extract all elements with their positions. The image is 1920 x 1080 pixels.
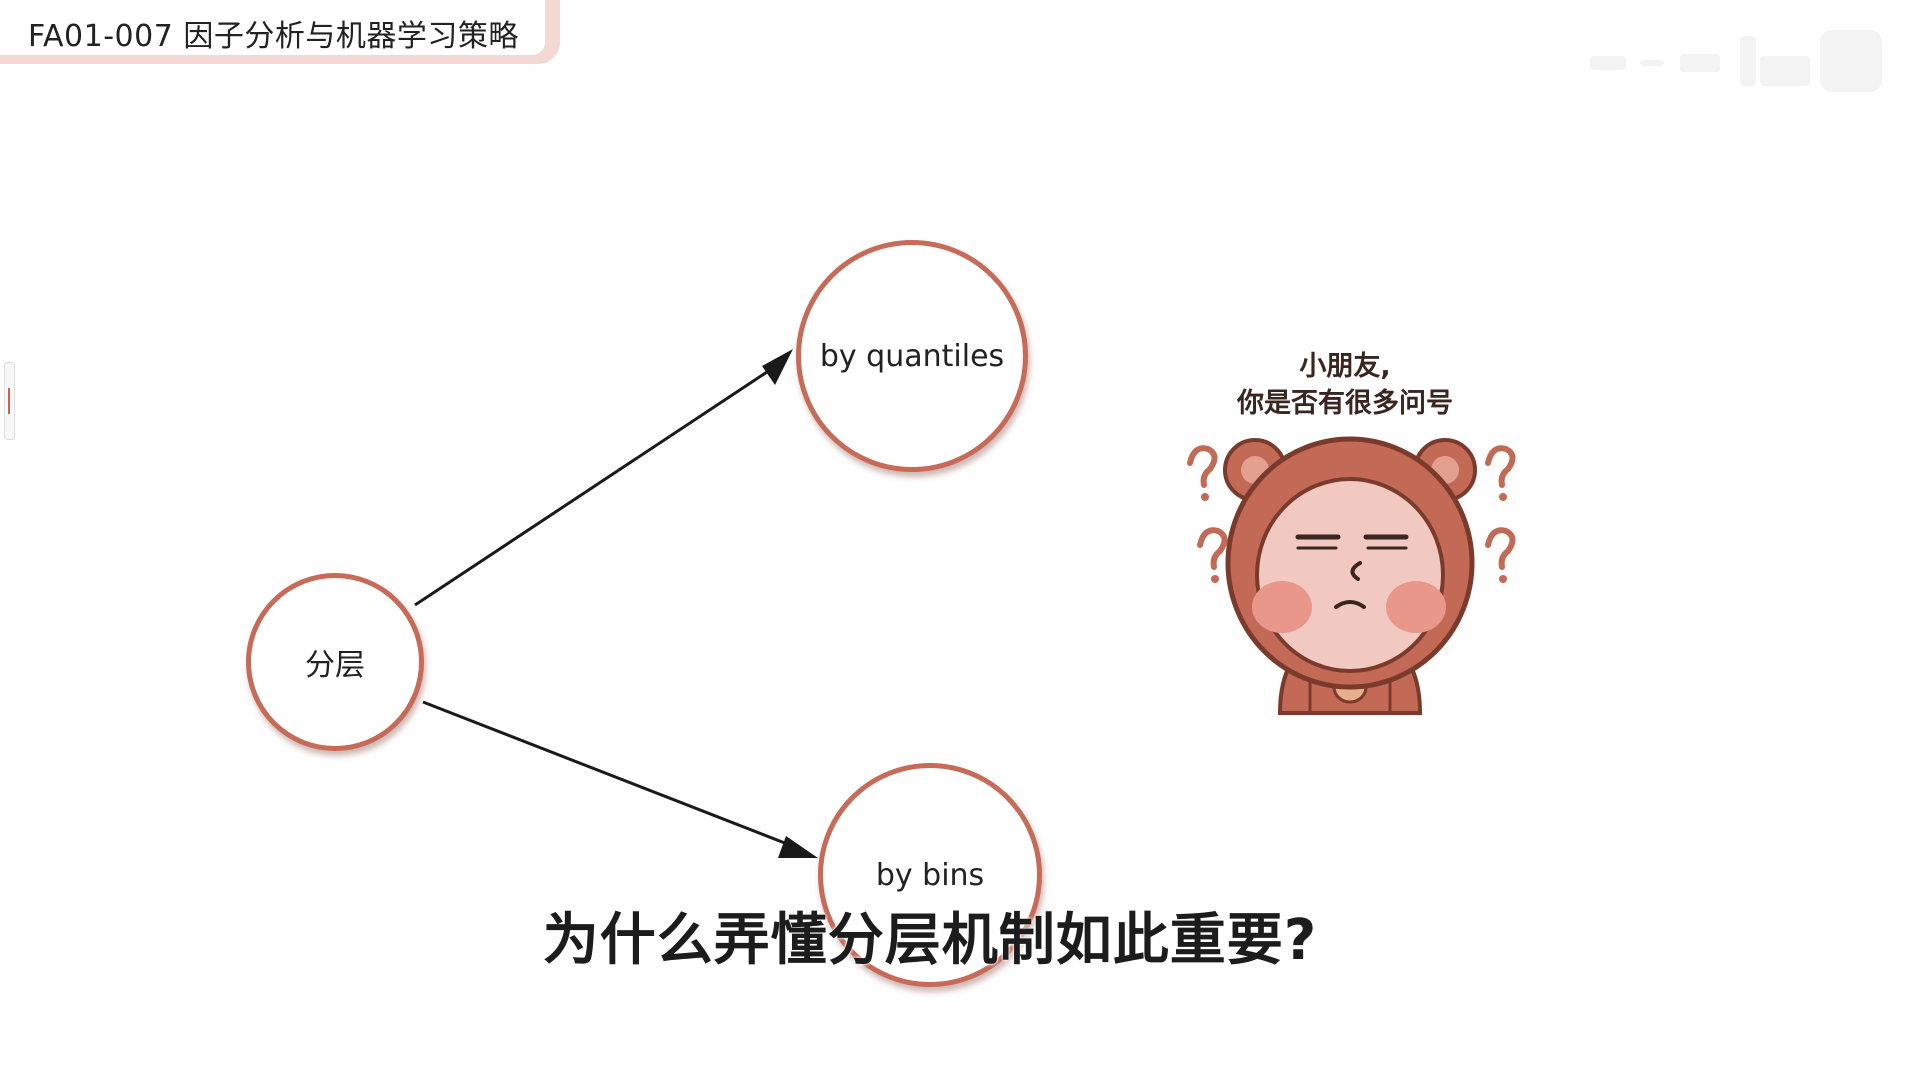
sticker-caption-line1: 小朋友,: [1299, 351, 1391, 382]
question-mark-icons: [1187, 445, 1516, 570]
edge-root-to-quantiles: [414, 349, 793, 607]
edge-root-to-bins: [422, 700, 818, 858]
node-root: 分层: [246, 573, 424, 751]
node-quantiles: by quantiles: [796, 240, 1028, 472]
node-quantiles-label: by quantiles: [819, 338, 1005, 374]
sticker-caption-line2: 你是否有很多问号: [1237, 388, 1453, 419]
confused-bear-icon: [1187, 436, 1516, 715]
node-bins-label: by bins: [875, 858, 985, 893]
side-handle-mark: [8, 388, 10, 414]
node-bins: by bins: [818, 763, 1042, 987]
arrowhead-bins: [778, 836, 818, 858]
node-root-label: 分层: [305, 648, 365, 683]
sticker-caption: 小朋友, 你是否有很多问号: [1190, 348, 1500, 422]
course-title: FA01-007 因子分析与机器学习策略: [28, 19, 519, 54]
title-tab: FA01-007 因子分析与机器学习策略: [0, 0, 560, 64]
arrowhead-quantiles: [762, 349, 793, 385]
watermark-logo: [1580, 26, 1890, 106]
video-subtitle: 为什么弄懂分层机制如此重要?: [542, 908, 1318, 973]
